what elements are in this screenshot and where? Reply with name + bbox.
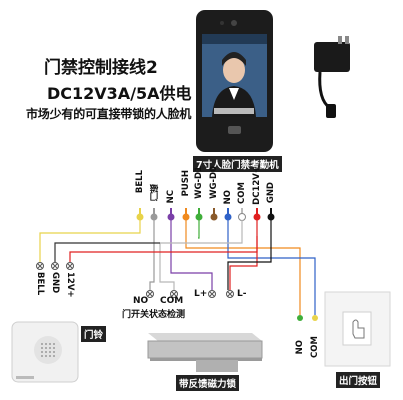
exit-button-caption: 出门按钮 <box>336 372 381 388</box>
doorbell-caption: 门铃 <box>81 326 107 342</box>
subtitle: 市场少有的可直接带锁的人脸机 <box>26 107 192 121</box>
terminal-label-wg-d0: WG-D0 <box>209 166 219 199</box>
face-terminal-device <box>196 10 273 152</box>
terminal-label-wg-d1: WG-D1 <box>194 166 204 199</box>
lock-label-lminus: L- <box>237 289 247 299</box>
diagram-title: 门禁控制接线2 <box>44 58 158 78</box>
lock-caption: 带反馈磁力锁 <box>176 375 240 391</box>
power-spec: DC12V3A/5A供电 <box>47 84 192 103</box>
device-caption: 7寸人脸门禁考勤机 <box>193 156 282 172</box>
terminal-label-dc12v: DC12V+ <box>252 166 262 205</box>
terminal-label-gnd: GND <box>266 182 276 204</box>
terminal-label-no: NO <box>223 190 233 205</box>
doorbell-unit <box>11 321 79 383</box>
device-terminals <box>136 208 275 221</box>
terminal-label-push: PUSH <box>181 170 191 197</box>
exit-label-no: NO <box>295 340 305 355</box>
exit-button-terminal-marks <box>297 315 318 321</box>
doorbell-label-12v: 12V+ <box>65 272 75 298</box>
terminal-label-nc: NC <box>166 190 176 204</box>
sensor-lock-terminal-marks <box>146 290 234 298</box>
lock-label-lplus: L+ <box>194 289 208 299</box>
sensor-label-com: COM <box>160 296 184 306</box>
magnetic-lock <box>147 333 263 372</box>
terminal-label-door-sensor: 门磁 <box>150 184 160 201</box>
terminal-label-com: COM <box>237 182 247 204</box>
doorbell-label-bell: BELL <box>35 272 45 296</box>
exit-label-com: COM <box>310 336 320 358</box>
terminal-label-bell: BELL <box>135 170 145 194</box>
sensor-label-no: NO <box>133 296 149 306</box>
power-adapter <box>314 36 350 118</box>
wires <box>39 220 316 315</box>
doorbell-label-gnd: GND <box>50 272 60 294</box>
exit-button-plate <box>324 291 391 367</box>
doorbell-terminal-marks <box>36 262 74 270</box>
sensor-caption: 门开关状态检测 <box>122 310 186 320</box>
